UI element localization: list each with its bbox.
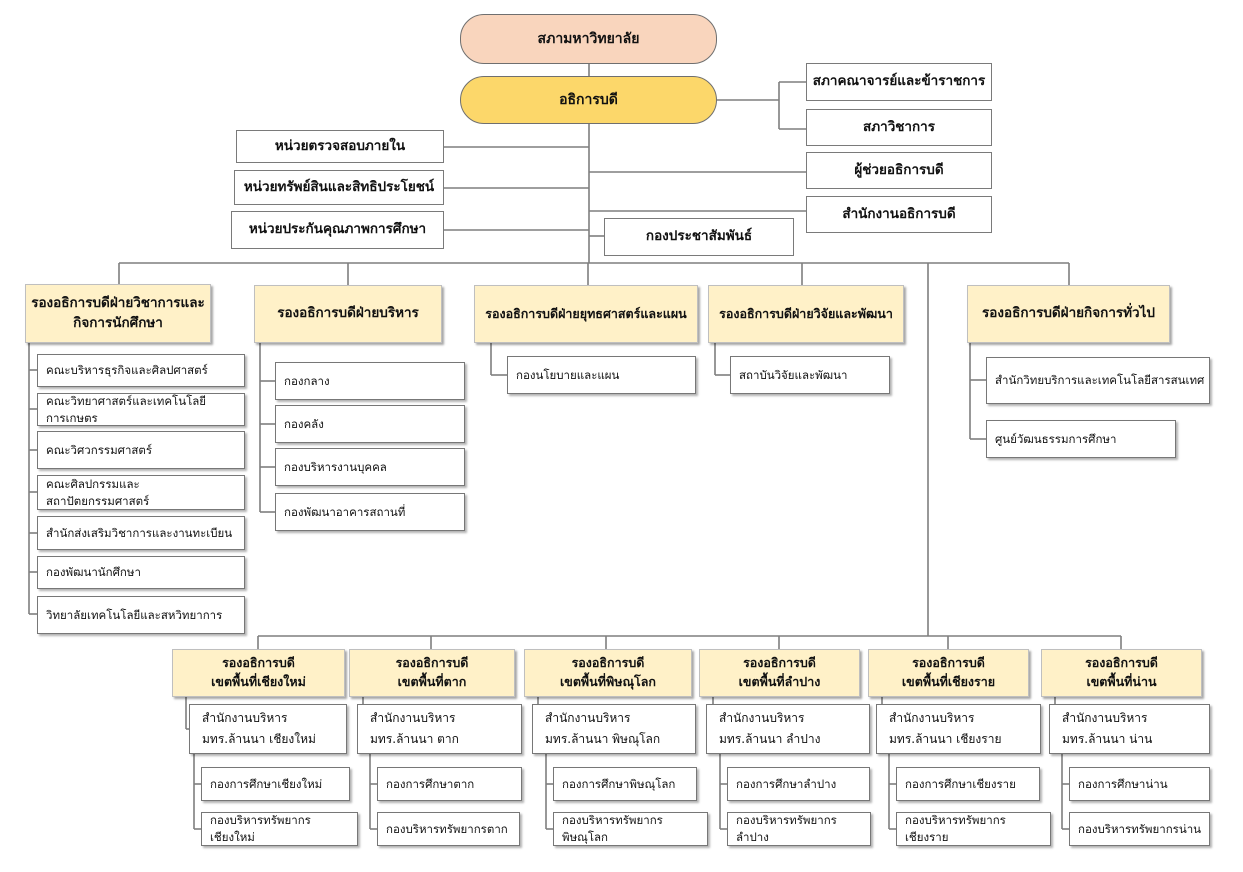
unit-library-it: สำนักวิทยบริการและเทคโนโลยีสารสนเทศ	[986, 357, 1210, 404]
vp-region: รองอธิการบดีเขตพื้นที่เชียงใหม่	[172, 649, 345, 697]
internal-audit-unit: หน่วยตรวจสอบภายใน	[236, 130, 444, 163]
region-admin-office: สำนักงานบริหารมทร.ล้านนา พิษณุโลก	[532, 704, 696, 754]
region-education-division: กองการศึกษาพิษณุโลก	[553, 767, 697, 801]
university-council: สภามหาวิทยาลัย	[460, 14, 717, 64]
vp-region: รองอธิการบดีเขตพื้นที่เชียงราย	[868, 649, 1029, 697]
region-admin-office: สำนักงานบริหารมทร.ล้านนา น่าน	[1049, 704, 1210, 754]
region-admin-office: สำนักงานบริหารมทร.ล้านนา เชียงราย	[876, 704, 1041, 754]
president-office: สำนักงานอธิการบดี	[806, 196, 992, 233]
region-resource-division: กองบริหารทรัพยากรเชียงราย	[896, 812, 1051, 846]
region-resource-division: กองบริหารทรัพยากรตาก	[377, 812, 520, 846]
unit-student-development: กองพัฒนานักศึกษา	[37, 556, 245, 589]
vp-academic-student-affairs: รองอธิการบดีฝ่ายวิชาการและกิจการนักศึกษา	[25, 284, 211, 343]
quality-assurance-unit: หน่วยประกันคุณภาพการศึกษา	[231, 211, 444, 249]
unit-policy-planning: กองนโยบายและแผน	[507, 356, 696, 394]
vp-region: รองอธิการบดีเขตพื้นที่น่าน	[1041, 649, 1202, 697]
unit-science-agritech: คณะวิทยาศาสตร์และเทคโนโลยีการเกษตร	[37, 393, 245, 426]
region-resource-division: กองบริหารทรัพยากรน่าน	[1069, 812, 1210, 846]
unit-engineering: คณะวิศวกรรมศาสตร์	[37, 431, 245, 469]
region-education-division: กองการศึกษาลำปาง	[727, 767, 870, 801]
academic-council: สภาวิชาการ	[806, 109, 992, 146]
region-resource-division: กองบริหารทรัพยากรลำปาง	[727, 812, 871, 846]
region-admin-office: สำนักงานบริหารมทร.ล้านนา เชียงใหม่	[189, 704, 347, 754]
region-resource-division: กองบริหารทรัพยากรพิษณุโลก	[553, 812, 708, 846]
vp-strategy-planning: รองอธิการบดีฝ่ายยุทธศาสตร์และแผน	[474, 285, 698, 343]
region-education-division: กองการศึกษาน่าน	[1069, 767, 1210, 801]
faculty-staff-council: สภาคณาจารย์และข้าราชการ	[806, 63, 992, 101]
assistant-president: ผู้ช่วยอธิการบดี	[806, 152, 992, 189]
vp-general-affairs: รองอธิการบดีฝ่ายกิจการทั่วไป	[967, 285, 1170, 343]
unit-building-division: กองพัฒนาอาคารสถานที่	[275, 493, 465, 531]
president: อธิการบดี	[460, 76, 717, 124]
public-relations-division: กองประชาสัมพันธ์	[604, 218, 794, 256]
vp-region: รองอธิการบดีเขตพื้นที่พิษณุโลก	[524, 649, 692, 697]
unit-research-institute: สถาบันวิจัยและพัฒนา	[730, 356, 890, 394]
unit-culture-center: ศูนย์วัฒนธรรมการศึกษา	[986, 420, 1176, 458]
vp-administration: รองอธิการบดีฝ่ายบริหาร	[254, 285, 442, 343]
vp-research-development: รองอธิการบดีฝ่ายวิจัยและพัฒนา	[708, 285, 904, 343]
region-admin-office: สำนักงานบริหารมทร.ล้านนา ตาก	[357, 704, 522, 754]
region-education-division: กองการศึกษาเชียงราย	[896, 767, 1040, 801]
unit-central-division: กองกลาง	[275, 362, 465, 400]
region-education-division: กองการศึกษาตาก	[377, 767, 522, 801]
vp-region: รองอธิการบดีเขตพื้นที่ตาก	[349, 649, 515, 697]
unit-finance-division: กองคลัง	[275, 405, 465, 443]
region-resource-division: กองบริหารทรัพยากรเชียงใหม่	[201, 812, 358, 846]
unit-fine-arts-architecture: คณะศิลปกรรมและสถาปัตยกรรมศาสตร์	[37, 475, 245, 510]
vp-region: รองอธิการบดีเขตพื้นที่ลำปาง	[699, 649, 860, 697]
asset-benefit-unit: หน่วยทรัพย์สินและสิทธิประโยชน์	[234, 170, 444, 205]
region-education-division: กองการศึกษาเชียงใหม่	[201, 767, 350, 801]
unit-personnel-division: กองบริหารงานบุคคล	[275, 448, 465, 486]
region-admin-office: สำนักงานบริหารมทร.ล้านนา ลำปาง	[706, 704, 870, 754]
unit-business-arts: คณะบริหารธุรกิจและศิลปศาสตร์	[37, 354, 245, 387]
unit-academic-registration: สำนักส่งเสริมวิชาการและงานทะเบียน	[37, 516, 245, 550]
unit-college-technology: วิทยาลัยเทคโนโลยีและสหวิทยาการ	[37, 596, 245, 634]
